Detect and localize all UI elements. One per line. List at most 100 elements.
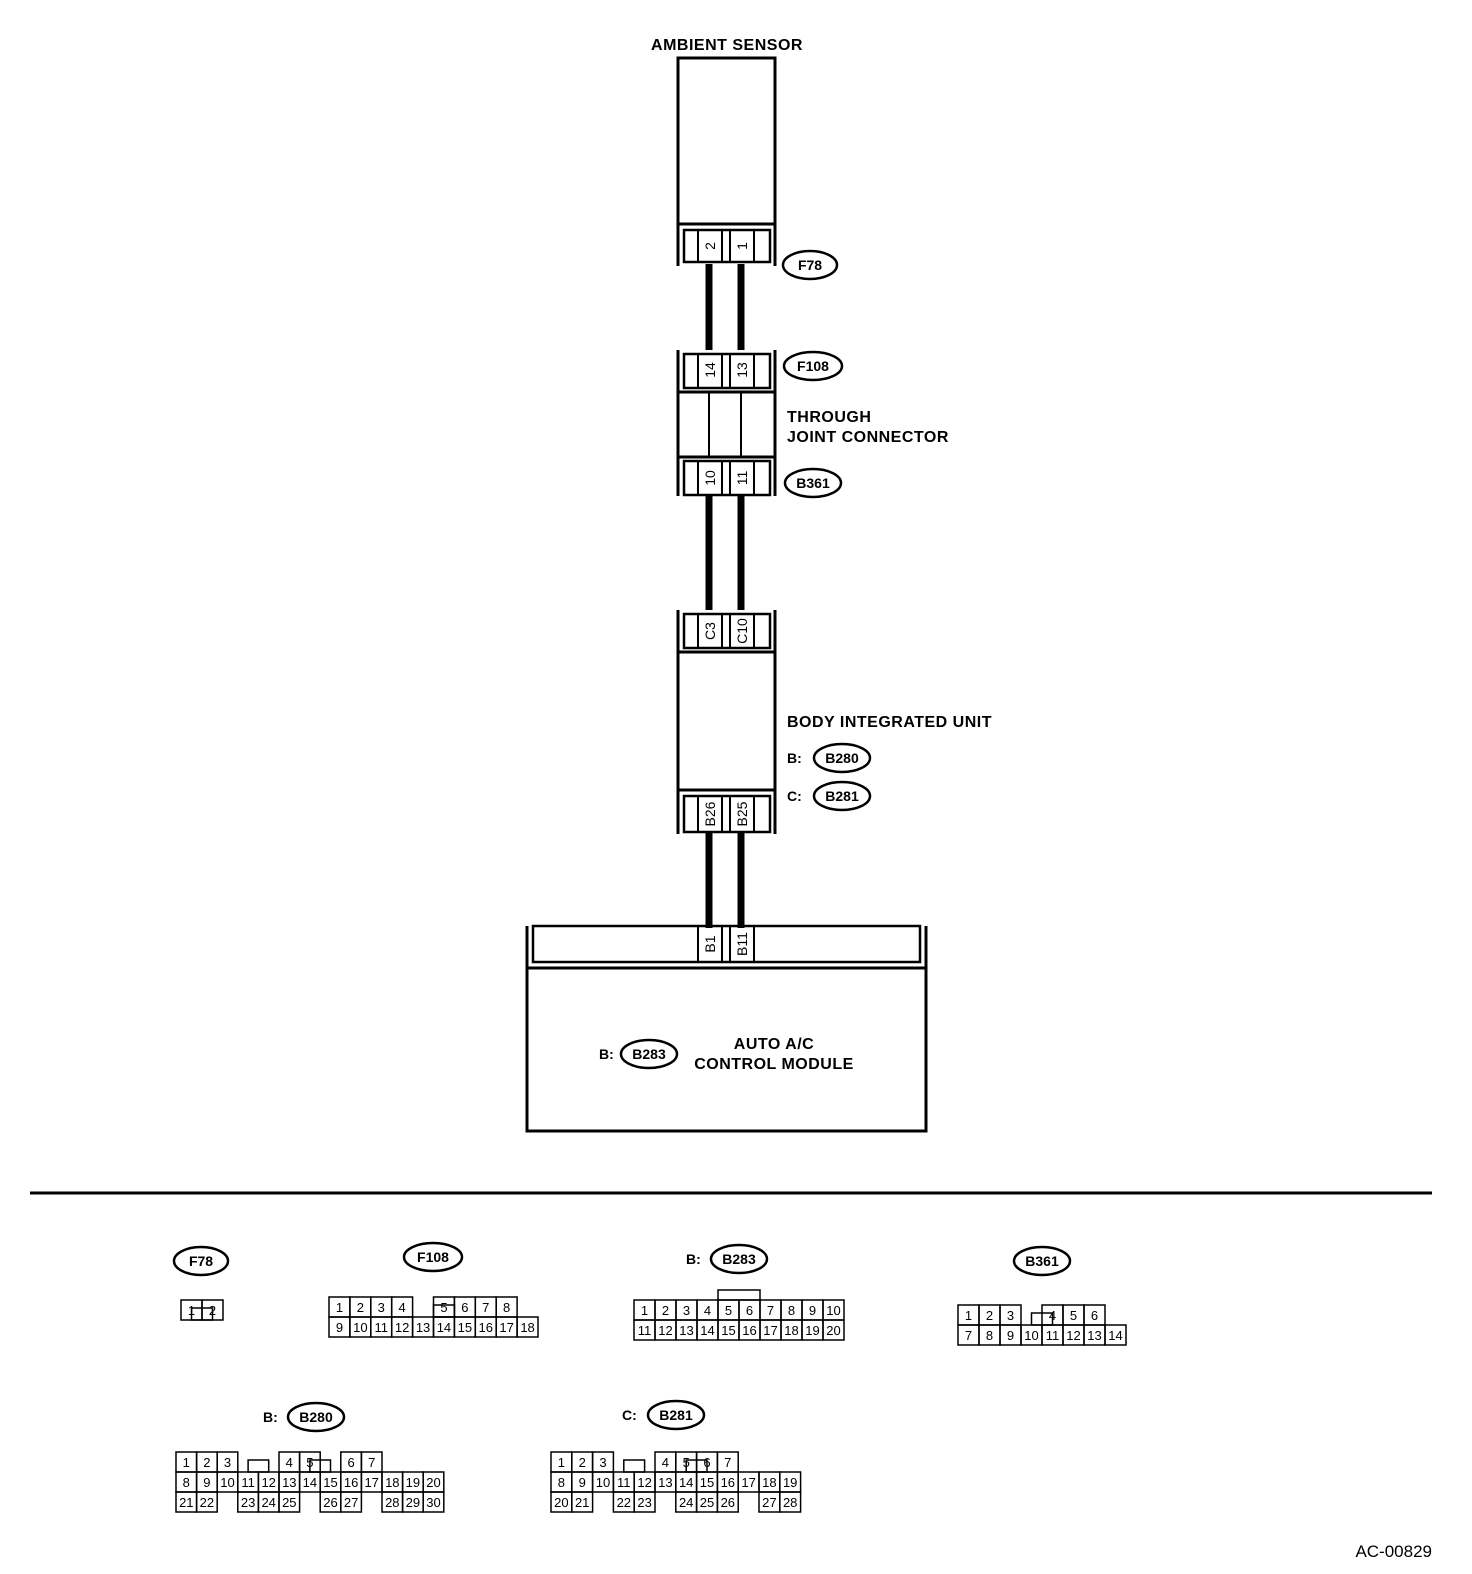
b361-face-tag: B361 xyxy=(1025,1253,1059,1269)
b280-cell-label: 25 xyxy=(282,1495,296,1510)
b280-cell-label: 13 xyxy=(282,1475,296,1490)
body-integrated-unit: C3 C10 B26 B25 xyxy=(676,610,777,834)
b281-cell-label: 17 xyxy=(741,1475,755,1490)
b281-key-tab xyxy=(685,1459,708,1473)
biu-pin-c-right: C10 xyxy=(734,618,750,644)
f108-cell-box xyxy=(516,1316,539,1338)
b281-cell-label: 13 xyxy=(658,1475,672,1490)
b281-cell-label: 2 xyxy=(579,1455,586,1470)
b280-prefix: B: xyxy=(787,750,802,766)
b280-cell-label: 18 xyxy=(385,1475,399,1490)
b280-cell-box xyxy=(340,1491,363,1513)
f108-cell-label: 8 xyxy=(503,1300,510,1315)
b281-cell-label: 7 xyxy=(724,1455,731,1470)
f78-face-tag: F78 xyxy=(189,1253,213,1269)
b361-key-tab xyxy=(1030,1312,1054,1326)
b361-pin-right: 11 xyxy=(734,471,750,486)
b361-cell-label: 7 xyxy=(965,1328,972,1343)
b283-cell-label: 14 xyxy=(700,1323,714,1338)
b361-cell-label: 9 xyxy=(1007,1328,1014,1343)
b281-cell-label: 10 xyxy=(596,1475,610,1490)
b283-cell-label: 9 xyxy=(809,1303,816,1318)
b283-cell-label: 15 xyxy=(721,1323,735,1338)
b280-cell-label: 22 xyxy=(200,1495,214,1510)
b280-cell-box xyxy=(195,1491,218,1513)
b280-cell-label: 19 xyxy=(406,1475,420,1490)
b280-cell-label: 28 xyxy=(385,1495,399,1510)
b280-cell-label: 17 xyxy=(364,1475,378,1490)
b281-cell-label: 18 xyxy=(762,1475,776,1490)
f108-key-tab xyxy=(432,1304,456,1318)
f108-cell-label: 13 xyxy=(416,1320,430,1335)
b283-face-prefix: B: xyxy=(686,1251,701,1267)
f78-tag-ellipse xyxy=(781,249,839,281)
b283-cell-label: 20 xyxy=(826,1323,840,1338)
b361-face-tag-ellipse xyxy=(1012,1245,1072,1277)
b280-cell-label: 3 xyxy=(224,1455,231,1470)
b281-cell-label: 26 xyxy=(721,1495,735,1510)
b361-cell-label: 6 xyxy=(1091,1308,1098,1323)
f108-cell-label: 10 xyxy=(353,1320,367,1335)
b281-cell-label: 22 xyxy=(617,1495,631,1510)
b281-tag: B281 xyxy=(825,788,859,804)
b283-cell-label: 19 xyxy=(805,1323,819,1338)
b281-cell-label: 15 xyxy=(700,1475,714,1490)
b281-cell-label: 3 xyxy=(599,1455,606,1470)
f78-connector-block: 2 1 xyxy=(676,224,777,266)
through-joint-label-1: THROUGH xyxy=(787,409,871,426)
b280-cell-label: 12 xyxy=(261,1475,275,1490)
b281-cell-label: 24 xyxy=(679,1495,693,1510)
b283-cell-label: 17 xyxy=(763,1323,777,1338)
b283-cell-label: 18 xyxy=(784,1323,798,1338)
b361-cell-label: 12 xyxy=(1066,1328,1080,1343)
b280-cell-label: 20 xyxy=(426,1475,440,1490)
b283-cell-label: 6 xyxy=(746,1303,753,1318)
b361-tag: B361 xyxy=(796,475,830,491)
b280-face-tag: B280 xyxy=(299,1409,333,1425)
b361-cell-label: 13 xyxy=(1087,1328,1101,1343)
b280-tag: B280 xyxy=(825,750,859,766)
b281-cell-label: 23 xyxy=(637,1495,651,1510)
b280-cell-label: 23 xyxy=(241,1495,255,1510)
b280-cell-label: 6 xyxy=(347,1455,354,1470)
b283-key-tab xyxy=(717,1289,761,1301)
biu-pin-b-right: B25 xyxy=(734,801,750,826)
f108-face-tag: F108 xyxy=(417,1249,449,1265)
b281-cell-label: 14 xyxy=(679,1475,693,1490)
b283-tag: B283 xyxy=(632,1046,666,1062)
acm-pin-right: B11 xyxy=(734,932,750,956)
f108-cell-label: 4 xyxy=(399,1300,406,1315)
b283-cell-box xyxy=(822,1319,845,1341)
b281-cell-label: 27 xyxy=(762,1495,776,1510)
f78-pin-left: 2 xyxy=(702,242,718,250)
b280-cell-label: 27 xyxy=(344,1495,358,1510)
b361-tag-ellipse xyxy=(783,467,843,499)
b361-cell-label: 2 xyxy=(986,1308,993,1323)
b283-face-tag: B283 xyxy=(722,1251,756,1267)
f108-cell-label: 6 xyxy=(461,1300,468,1315)
b280-cell-label: 7 xyxy=(368,1455,375,1470)
b281-cell-label: 4 xyxy=(662,1455,669,1470)
b361-cell-label: 8 xyxy=(986,1328,993,1343)
b280-cell-box xyxy=(422,1491,445,1513)
b280-tag-ellipse xyxy=(812,742,872,774)
f108-pin-left: 14 xyxy=(702,362,718,378)
f108-face-tag-ellipse xyxy=(402,1241,464,1273)
b281-cell-label: 25 xyxy=(700,1495,714,1510)
b281-tag-ellipse xyxy=(812,780,872,812)
b361-cell-label: 10 xyxy=(1024,1328,1038,1343)
b281-cell-label: 8 xyxy=(558,1475,565,1490)
f78-pin-right: 1 xyxy=(734,242,750,250)
b283-cell-label: 7 xyxy=(767,1303,774,1318)
b283-cell-label: 3 xyxy=(683,1303,690,1318)
f108-cell-label: 16 xyxy=(479,1320,493,1335)
b281-prefix: C: xyxy=(787,788,802,804)
b281-cell-box xyxy=(716,1491,739,1513)
b281-cell-label: 28 xyxy=(783,1495,797,1510)
b283-cell-label: 2 xyxy=(662,1303,669,1318)
b281-cell-label: 20 xyxy=(554,1495,568,1510)
f78-tag: F78 xyxy=(798,257,822,273)
f108-cell-label: 1 xyxy=(336,1300,343,1315)
